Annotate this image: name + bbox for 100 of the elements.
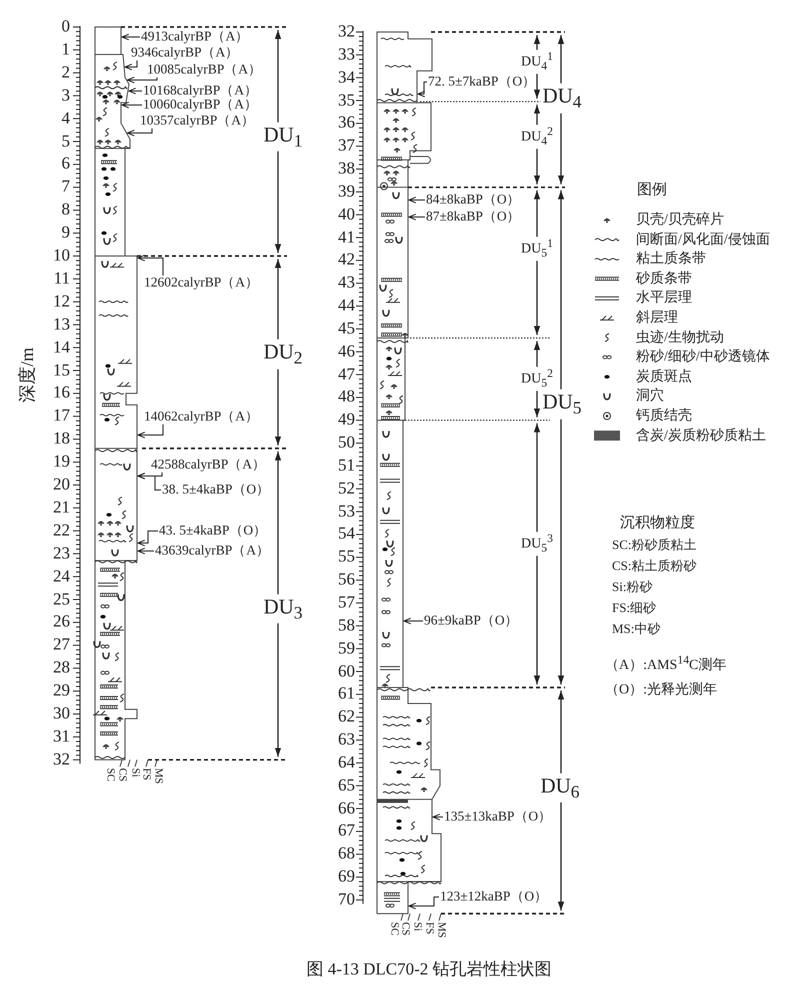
tick-label: 42 <box>338 251 355 270</box>
tick-label: 53 <box>338 502 355 521</box>
leader-line <box>121 34 140 40</box>
grain-size-note: SC:粉砂质粘土 <box>612 538 697 552</box>
tick-label: 67 <box>338 822 355 841</box>
date-label: 43639calyrBP（A） <box>155 544 270 558</box>
tick-label: 44 <box>338 296 355 316</box>
grain-size-note: CS:粘土质粉砂 <box>612 558 697 574</box>
tick-label: 68 <box>338 844 355 864</box>
tick-label: 62 <box>338 708 355 727</box>
tick-label: 7 <box>62 178 70 197</box>
tick-label: 32 <box>338 22 355 42</box>
date-label: 10357calyrBP（A） <box>140 114 255 128</box>
leader-line <box>137 254 164 276</box>
tick-label: 18 <box>53 430 70 449</box>
legend-label: 贝壳/贝壳碎片 <box>636 212 724 228</box>
legend-label: 炭质斑点 <box>636 369 692 384</box>
leader-line <box>137 472 162 490</box>
tick-label: 46 <box>338 342 355 362</box>
unit-label: DU$_{6}$ <box>538 773 582 803</box>
tick-label: 47 <box>338 365 355 384</box>
tick-label: 52 <box>338 479 355 498</box>
tick-label: 12 <box>53 292 70 312</box>
tick-label: 55 <box>338 548 355 567</box>
tick-label: 0 <box>62 18 70 36</box>
tick-label: 32 <box>53 750 70 770</box>
tick-label: 10 <box>53 246 70 266</box>
leader-line <box>124 60 138 70</box>
tick-label: 21 <box>53 498 70 518</box>
tick-label: 65 <box>338 776 355 796</box>
tick-label: 51 <box>338 456 355 476</box>
unit-label: DU$_{5}$ <box>540 390 584 419</box>
grain-size-label: CS <box>400 922 410 936</box>
date-label: 87±8kaBP（O） <box>426 210 521 224</box>
tick-label: 34 <box>338 68 355 88</box>
leader-line <box>408 896 440 910</box>
tick-label: 39 <box>338 182 355 202</box>
legend-label: 砂质条带 <box>636 271 692 286</box>
tick-label: 59 <box>338 639 355 658</box>
legend-label: 虫迹/生物扰动 <box>636 330 724 346</box>
grain-size-label: Si <box>412 922 422 931</box>
grain-size-label: FS <box>424 922 434 934</box>
legend-title: 沉积物粒度 <box>620 514 695 532</box>
date-label: 10060calyrBP（A） <box>143 98 258 112</box>
method-note: （O）:光释光测年 <box>605 682 717 698</box>
grain-size-note: Si:粉砂 <box>612 580 652 594</box>
tick-label: 24 <box>53 567 70 586</box>
tick-label: 29 <box>53 682 70 700</box>
tick-label: 17 <box>53 406 70 426</box>
tick-label: 30 <box>53 704 70 724</box>
tick-label: 6 <box>62 155 70 174</box>
unit-label: DU$_{2}$ <box>261 340 305 370</box>
tick-label: 19 <box>53 452 70 472</box>
axis-title: 深度/m <box>18 348 38 402</box>
leader-line <box>408 214 426 220</box>
tick-label: 48 <box>338 388 355 407</box>
legend-label: 斜层理 <box>636 310 678 326</box>
unit-label: DU$_{3}$ <box>261 594 305 624</box>
leader-line <box>128 88 142 94</box>
leader-line <box>137 424 164 438</box>
legend-label: 粉砂/细砂/中砂透镜体 <box>636 350 770 365</box>
leader-line <box>408 196 426 204</box>
unit-label: DU$_{4}$ <box>540 84 584 113</box>
method-note: （A）:AMS$^{14}$C测年 <box>605 654 726 674</box>
grain-size-note: MS:中砂 <box>612 622 660 636</box>
tick-label: 26 <box>53 613 70 632</box>
tick-label: 15 <box>53 361 70 380</box>
tick-label: 40 <box>338 205 355 224</box>
leader-line <box>137 530 158 546</box>
legend-label: 钙质结壳 <box>636 408 692 424</box>
legend-label: 粘土质条带 <box>636 252 706 267</box>
date-label: 4913calyrBP（A） <box>141 30 250 44</box>
tick-label: 14 <box>53 338 70 357</box>
leader-line <box>137 548 154 554</box>
tick-label: 31 <box>53 728 70 746</box>
tick-label: 66 <box>338 799 355 818</box>
tick-label: 11 <box>54 270 70 288</box>
tick-label: 8 <box>62 200 70 220</box>
legend-label: 含炭/炭质粉砂质粘土 <box>636 428 766 444</box>
tick-label: 38 <box>338 160 355 178</box>
tick-label: 69 <box>338 868 355 886</box>
tick-label: 36 <box>338 114 355 133</box>
tick-label: 64 <box>338 754 355 772</box>
tick-label: 41 <box>338 228 355 247</box>
date-label: 43. 5±4kaBP（O） <box>159 524 268 538</box>
legend-title: 图例 <box>637 182 667 198</box>
tick-label: 9 <box>62 224 70 242</box>
date-label: 96±9kaBP（O） <box>424 614 519 628</box>
tick-label: 54 <box>338 525 355 544</box>
tick-label: 43 <box>338 274 355 293</box>
tick-label: 50 <box>338 434 355 452</box>
legend-label: 洞穴 <box>636 388 664 404</box>
grain-size-label: SC <box>104 768 116 782</box>
tick-label: 35 <box>338 91 355 110</box>
tick-label: 25 <box>53 590 70 609</box>
legend-label: 间断面/风化面/侵蚀面 <box>636 232 770 248</box>
tick-label: 37 <box>338 136 355 156</box>
tick-label: 56 <box>338 570 355 590</box>
grain-size-note: FS:细砂 <box>612 600 656 616</box>
tick-label: 70 <box>338 890 355 910</box>
